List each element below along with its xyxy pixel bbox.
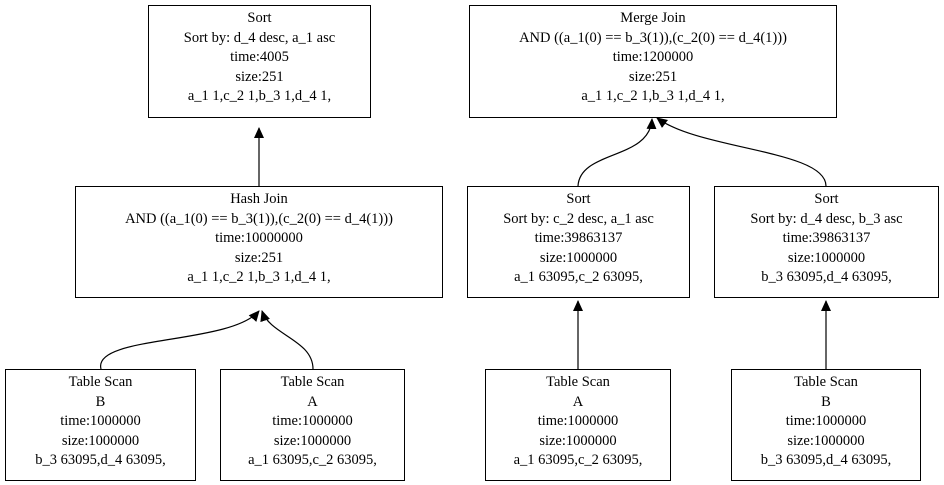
node-detail: AND ((a_1(0) == b_3(1)),(c_2(0) == d_4(1… — [519, 29, 787, 46]
node-columns: a_1 1,c_2 1,b_3 1,d_4 1, — [581, 88, 725, 104]
plan1-sort-node: Sort Sort by: d_4 desc, a_1 asc time:400… — [148, 5, 371, 118]
plan2-sort-right-node: Sort Sort by: d_4 desc, b_3 asc time:398… — [714, 186, 939, 298]
node-columns: a_1 63095,c_2 63095, — [514, 269, 643, 285]
node-detail: AND ((a_1(0) == b_3(1)),(c_2(0) == d_4(1… — [125, 210, 393, 227]
node-title: Merge Join — [620, 10, 686, 26]
node-columns: b_3 63095,d_4 63095, — [761, 269, 892, 285]
node-size: size:1000000 — [273, 432, 352, 449]
node-columns: a_1 63095,c_2 63095, — [513, 452, 643, 468]
node-title: Table Scan — [280, 374, 345, 390]
node-table: B — [821, 393, 831, 410]
node-size: size:1000000 — [539, 432, 617, 449]
node-title: Sort — [566, 191, 591, 207]
node-detail: Sort by: d_4 desc, a_1 asc — [183, 29, 336, 46]
node-time: time:1200000 — [612, 49, 694, 65]
node-detail: Sort by: c_2 desc, a_1 asc — [503, 210, 654, 227]
node-time: time:1000000 — [785, 413, 867, 429]
node-title: Table Scan — [794, 374, 858, 390]
plan1-tablescan-a-node: Table Scan A time:1000000 size:1000000 a… — [220, 369, 405, 481]
node-size: size:1000000 — [787, 249, 866, 266]
edge-sortleft-to-mergejoin — [577, 118, 657, 187]
node-columns: a_1 1,c_2 1,b_3 1,d_4 1, — [187, 88, 332, 104]
plan2-sort-left-node: Sort Sort by: c_2 desc, a_1 asc time:398… — [467, 186, 690, 298]
node-size: size:251 — [235, 68, 284, 85]
node-time: time:10000000 — [215, 230, 303, 246]
plan2-tablescan-b-node: Table Scan B time:1000000 size:1000000 b… — [731, 369, 921, 481]
edge-scanA-to-hashjoin — [260, 310, 314, 370]
node-time: time:1000000 — [60, 413, 141, 429]
node-table: A — [572, 393, 584, 410]
node-title: Sort — [247, 10, 272, 26]
node-time: time:39863137 — [782, 230, 871, 246]
node-title: Sort — [814, 191, 839, 207]
node-columns: a_1 63095,c_2 63095, — [248, 452, 377, 468]
node-size: size:1000000 — [787, 432, 865, 449]
node-table: A — [307, 393, 318, 410]
edge-sortright-to-mergejoin — [656, 117, 827, 187]
node-size: size:1000000 — [539, 249, 618, 266]
node-title: Table Scan — [546, 374, 610, 390]
node-title: Table Scan — [68, 374, 133, 390]
plan2-mergejoin-node: Merge Join AND ((a_1(0) == b_3(1)),(c_2(… — [469, 5, 837, 118]
plan1-hashjoin-node: Hash Join AND ((a_1(0) == b_3(1)),(c_2(0… — [75, 186, 443, 298]
node-columns: b_3 63095,d_4 63095, — [760, 452, 892, 468]
edge-scanB-to-hashjoin — [100, 310, 260, 370]
node-detail: Sort by: d_4 desc, b_3 asc — [750, 210, 903, 227]
node-title: Hash Join — [230, 191, 288, 207]
node-columns: b_3 63095,d_4 63095, — [35, 452, 166, 468]
node-time: time:39863137 — [534, 230, 623, 246]
node-time: time:1000000 — [272, 413, 353, 429]
node-columns: a_1 1,c_2 1,b_3 1,d_4 1, — [187, 269, 331, 285]
node-time: time:1000000 — [537, 413, 619, 429]
node-size: size:1000000 — [61, 432, 140, 449]
node-time: time:4005 — [230, 49, 289, 65]
plan1-tablescan-b-node: Table Scan B time:1000000 size:1000000 b… — [5, 369, 196, 481]
node-size: size:251 — [628, 68, 678, 85]
plan2-tablescan-a-node: Table Scan A time:1000000 size:1000000 a… — [485, 369, 671, 481]
node-table: B — [95, 393, 106, 410]
node-size: size:251 — [234, 249, 284, 266]
